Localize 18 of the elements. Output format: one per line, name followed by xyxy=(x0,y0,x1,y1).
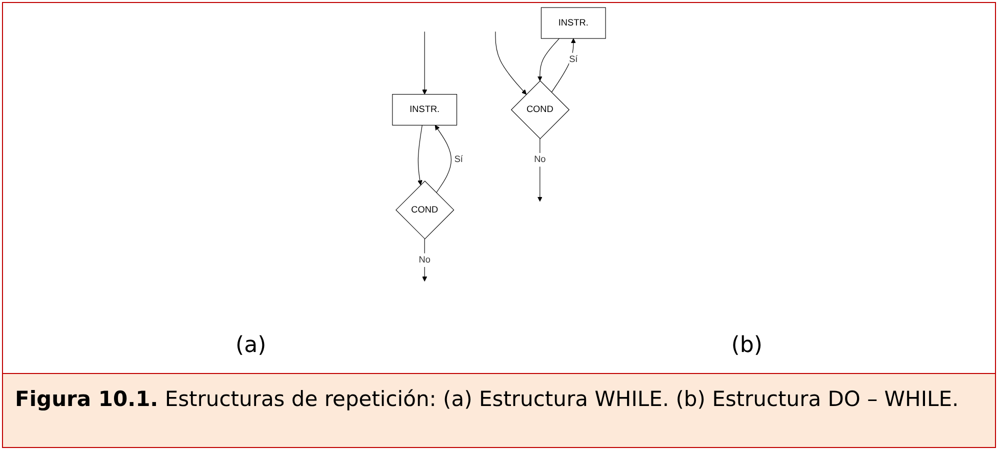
edge-label: No xyxy=(534,154,546,164)
panel-label: (a) xyxy=(236,333,266,358)
figure-caption: Figura 10.1. Estructuras de repetición: (a) Estructura WHILE. (b) Estructura DO – WHILE. xyxy=(15,386,960,413)
edge-label: No xyxy=(418,254,430,265)
node-box: INSTR. xyxy=(540,7,606,39)
arrow xyxy=(422,31,428,95)
node-diamond: COND xyxy=(396,180,454,240)
arrow xyxy=(537,138,542,202)
arrow xyxy=(537,38,560,82)
node-diamond: COND xyxy=(510,80,570,140)
panel-label: (b) xyxy=(731,333,762,358)
arrow xyxy=(551,38,576,93)
arrow xyxy=(417,124,422,186)
node-box: INSTR. xyxy=(392,94,458,126)
edge-label: Sí xyxy=(569,54,578,64)
edge-label: Sí xyxy=(454,154,463,164)
arrow xyxy=(495,31,527,95)
arrow xyxy=(434,124,452,194)
